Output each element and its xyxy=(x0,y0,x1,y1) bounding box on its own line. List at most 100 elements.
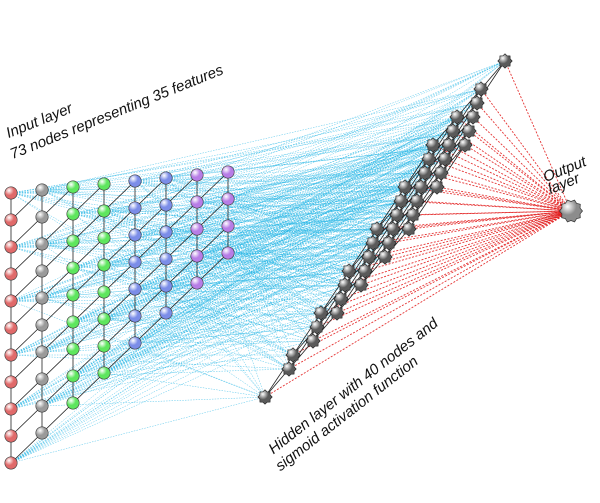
edge-input-hidden xyxy=(165,285,290,370)
edge-input-hidden xyxy=(165,231,266,398)
input-node xyxy=(221,219,235,233)
edge-input-hidden xyxy=(72,172,442,215)
hidden-node xyxy=(381,235,397,251)
edge-hidden-output xyxy=(344,210,572,286)
edge-input-hidden xyxy=(72,213,366,272)
edge-input-hidden xyxy=(41,144,450,245)
input-node xyxy=(4,294,18,308)
edge-hidden-output xyxy=(388,210,572,244)
edge-input-hidden xyxy=(41,243,346,286)
input-node xyxy=(159,306,173,320)
edge-input-hidden xyxy=(41,242,374,299)
input-grid-line xyxy=(10,198,229,410)
edge-input-hidden xyxy=(10,192,366,272)
edge-input-hidden xyxy=(41,60,506,245)
edge-input-hidden xyxy=(165,130,454,287)
edge-input-hidden xyxy=(41,144,434,245)
edge-input-hidden xyxy=(103,210,266,398)
edge-input-hidden xyxy=(165,177,322,314)
input-grid-line xyxy=(10,171,229,383)
edge-input-hidden xyxy=(10,158,430,464)
edge-input-hidden xyxy=(72,267,318,328)
input-node xyxy=(128,201,142,215)
edge-input-hidden xyxy=(103,264,366,272)
input-node xyxy=(128,282,142,296)
edge-input-hidden xyxy=(10,158,430,302)
hidden-node xyxy=(421,151,437,167)
edge-hidden-output xyxy=(452,130,572,212)
hidden-node xyxy=(409,193,425,209)
edge-hidden-output xyxy=(416,200,572,212)
input-node xyxy=(97,177,111,191)
edge-input-hidden xyxy=(227,130,454,200)
edge-input-hidden xyxy=(41,186,438,299)
hidden-node xyxy=(377,249,393,265)
edge-input-hidden xyxy=(41,130,454,299)
edge-hidden-output xyxy=(316,210,572,328)
input-to-hidden-edges xyxy=(10,60,506,464)
edge-input-hidden xyxy=(227,198,294,356)
edge-input-hidden xyxy=(10,60,506,302)
input-node xyxy=(35,399,49,413)
input-layer-nodes xyxy=(4,165,235,470)
edge-input-hidden xyxy=(10,284,346,464)
edge-input-hidden xyxy=(165,177,394,230)
edge-input-hidden xyxy=(103,256,370,266)
edge-input-hidden xyxy=(227,198,374,244)
edge-hidden-output xyxy=(456,116,572,212)
edge-input-hidden xyxy=(10,186,422,464)
edge-input-hidden xyxy=(165,200,402,287)
edge-input-hidden xyxy=(227,252,318,328)
input-grid-line xyxy=(10,189,43,221)
edge-input-hidden xyxy=(165,144,450,233)
hidden-node xyxy=(389,207,405,223)
edge-input-hidden xyxy=(41,88,482,191)
hidden-node xyxy=(393,193,409,209)
input-node xyxy=(159,198,173,212)
edge-input-hidden xyxy=(134,102,478,344)
edge-input-hidden xyxy=(41,312,338,407)
edge-input-hidden xyxy=(72,256,370,377)
edge-hidden-output xyxy=(336,210,572,314)
edge-input-hidden xyxy=(134,234,266,398)
hidden-node xyxy=(309,319,325,335)
edge-input-hidden xyxy=(227,158,446,200)
hidden-node xyxy=(365,235,381,251)
edge-input-hidden xyxy=(134,186,422,236)
edge-input-hidden xyxy=(227,198,290,370)
input-node xyxy=(128,255,142,269)
edge-input-hidden xyxy=(134,242,390,344)
edge-input-hidden xyxy=(10,214,398,248)
input-node xyxy=(97,339,111,353)
hidden-node xyxy=(425,137,441,153)
edge-input-hidden xyxy=(196,201,338,314)
hidden-node xyxy=(341,263,357,279)
input-node xyxy=(66,261,80,275)
edge-input-hidden xyxy=(41,284,346,407)
edge-input-hidden xyxy=(103,102,478,320)
edge-input-hidden xyxy=(72,144,450,323)
input-grid-line xyxy=(10,183,105,275)
edge-input-hidden xyxy=(134,144,466,182)
input-node xyxy=(159,171,173,185)
edge-input-hidden xyxy=(103,158,430,212)
edge-input-hidden xyxy=(41,270,350,407)
edge-input-hidden xyxy=(72,130,470,269)
edge-hidden-output xyxy=(436,186,572,212)
edge-input-hidden xyxy=(103,210,338,314)
hidden-node xyxy=(441,137,457,153)
edge-input-hidden xyxy=(103,60,506,212)
edge-hidden-output xyxy=(472,116,572,212)
edge-input-hidden xyxy=(72,172,426,269)
hidden-layer-nodes xyxy=(257,53,513,405)
edge-input-hidden xyxy=(10,192,290,370)
edge-input-hidden xyxy=(10,144,434,302)
edge-input-hidden xyxy=(72,186,422,323)
edge-input-hidden xyxy=(41,243,342,300)
edge-input-hidden xyxy=(72,214,414,323)
input-node xyxy=(4,456,18,470)
edge-input-hidden xyxy=(72,228,410,323)
edge-input-hidden xyxy=(103,130,454,266)
input-node xyxy=(221,192,235,206)
